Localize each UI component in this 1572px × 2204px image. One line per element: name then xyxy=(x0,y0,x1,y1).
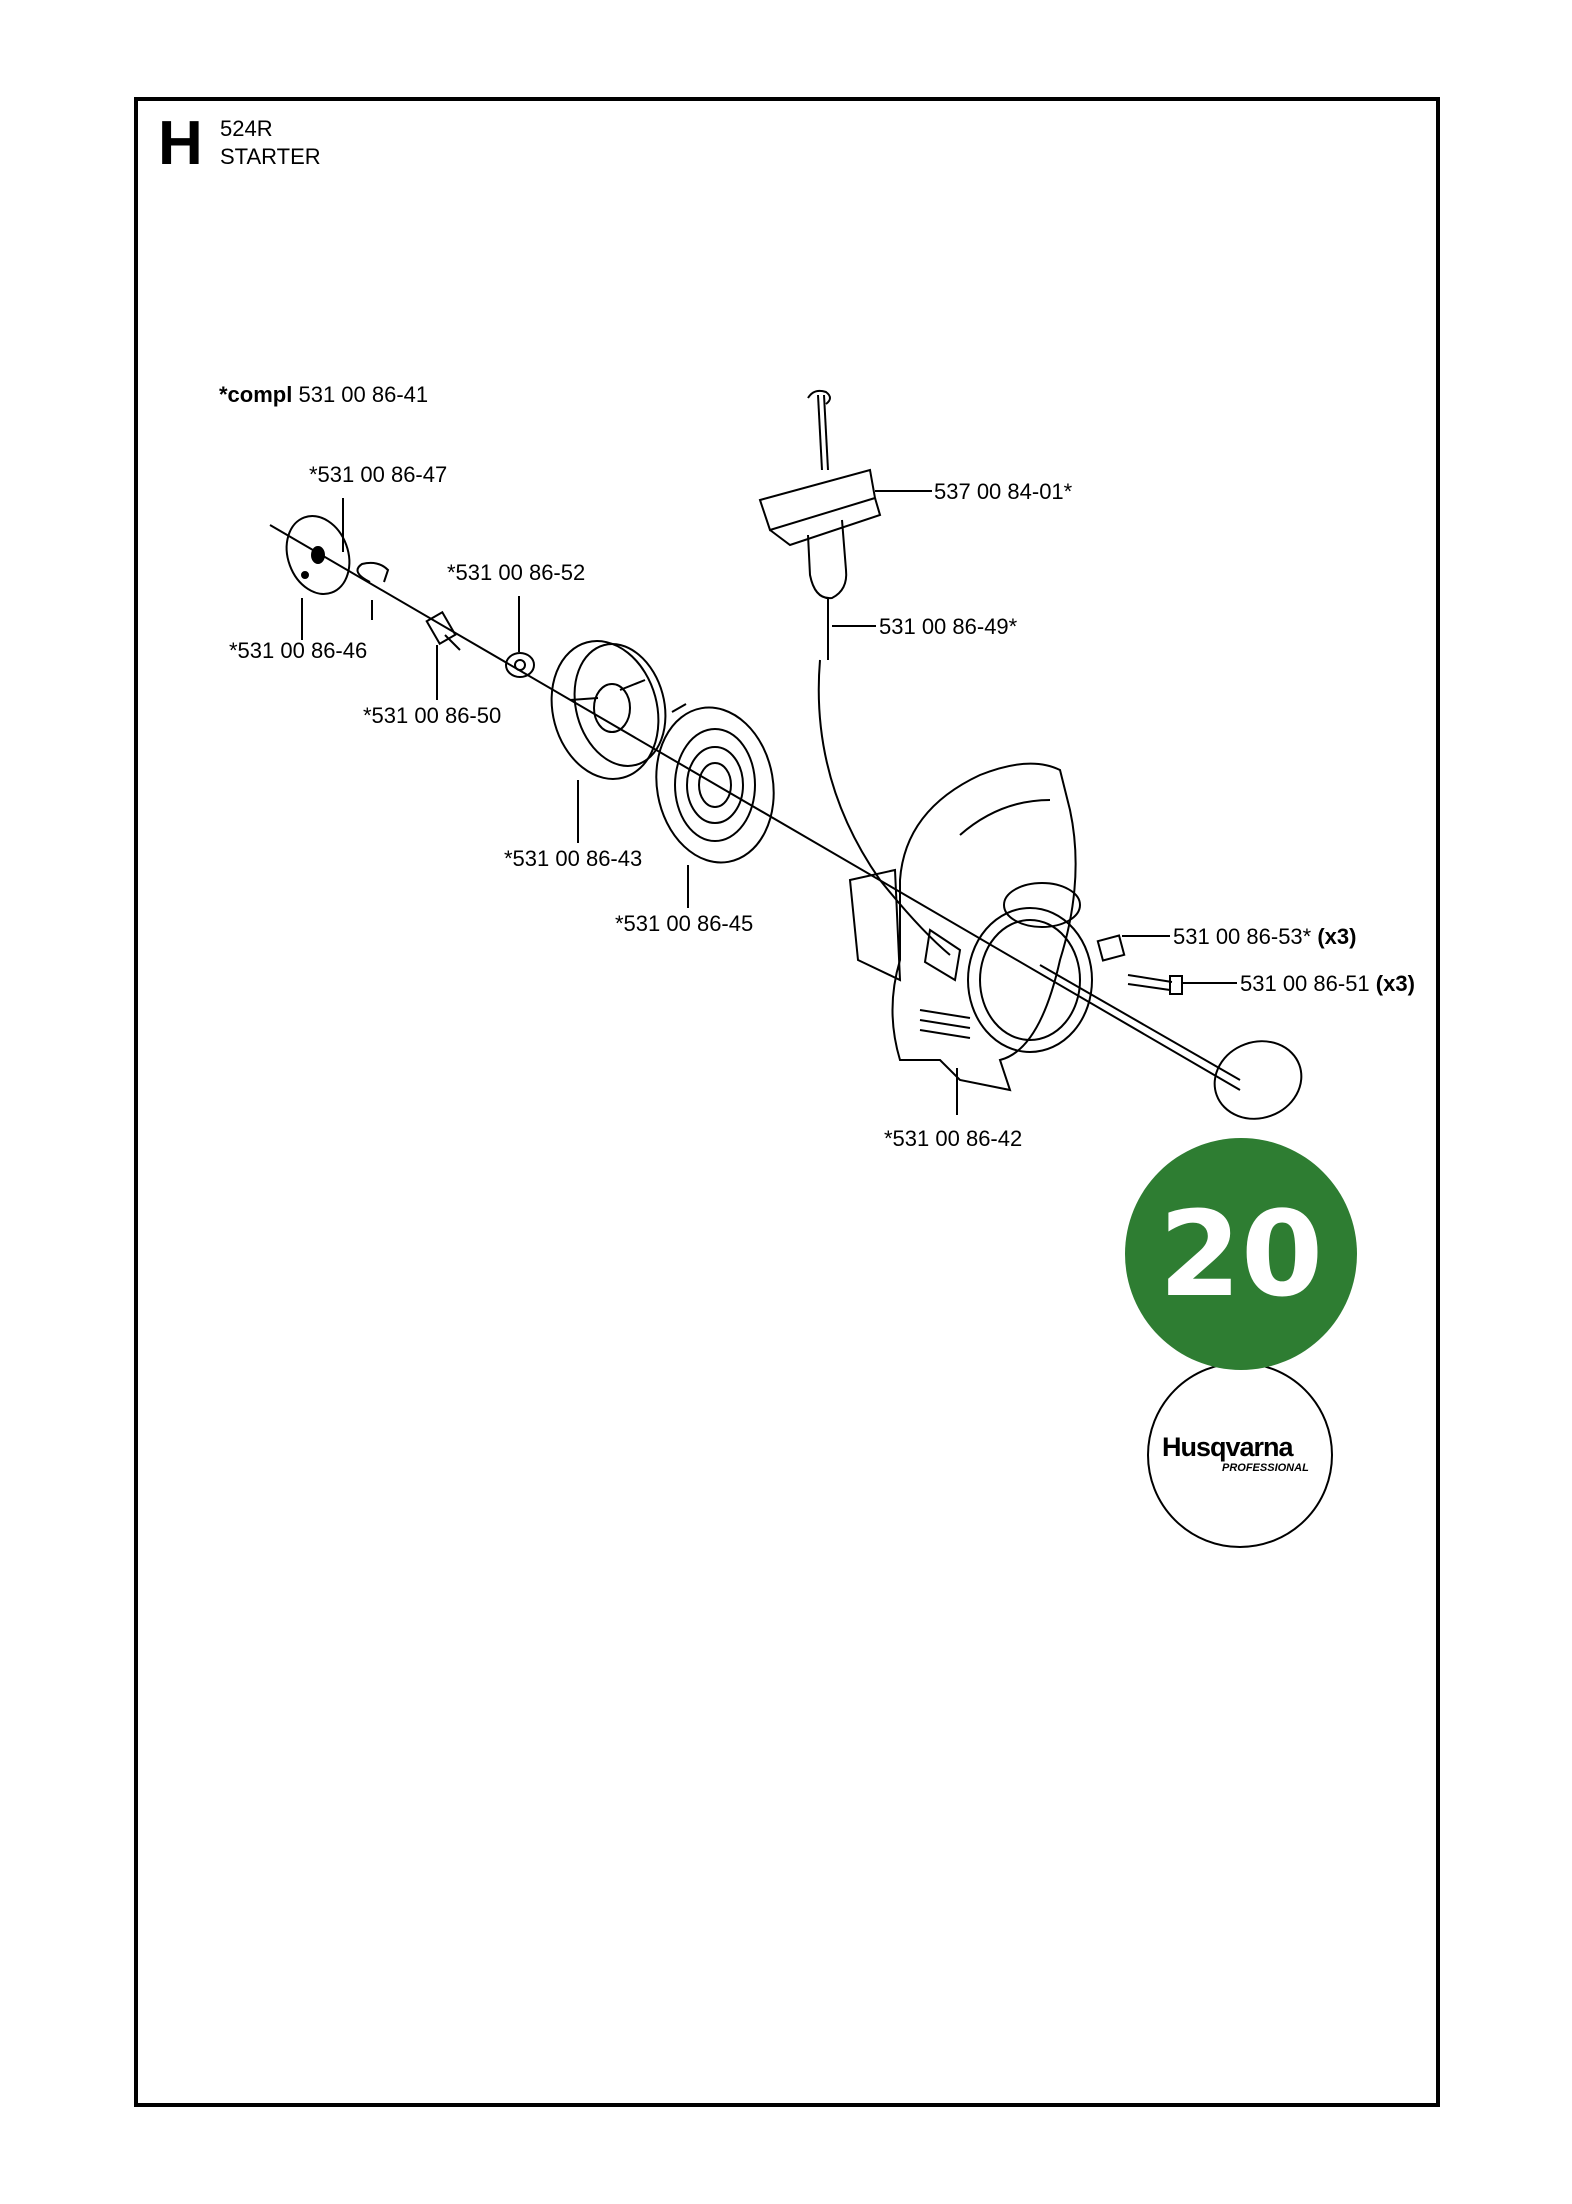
page-frame xyxy=(134,97,1440,2107)
compl-prefix: *compl xyxy=(219,382,293,407)
part-label-p42: *531 00 86-42 xyxy=(884,1126,1023,1151)
part-label-p53: 531 00 86-53* (x3) xyxy=(1173,926,1356,948)
part-label-p46: *531 00 86-46 xyxy=(229,638,368,663)
part-label-p51: 531 00 86-51 (x3) xyxy=(1240,973,1415,995)
assembly-axis-line xyxy=(269,524,1241,1091)
housing-screw-part xyxy=(1127,974,1183,995)
gasket-disc-part xyxy=(1213,1040,1303,1120)
model-name: 524R xyxy=(220,116,273,141)
starter-housing-part xyxy=(848,762,1093,1092)
logo-tagline: PROFESSIONAL xyxy=(1222,1462,1309,1474)
husqvarna-logo: Husqvarna xyxy=(1162,1432,1294,1462)
part-label-p52: *531 00 86-52 xyxy=(447,560,586,585)
nut-part xyxy=(505,652,535,678)
section-letter: H xyxy=(158,109,203,178)
bushing-part xyxy=(1096,934,1126,962)
part-label-p49: 531 00 86-49* xyxy=(879,614,1018,639)
part-label-p50: *531 00 86-50 xyxy=(363,703,502,728)
rope-pulley-part xyxy=(550,640,667,780)
part-qty-p53: (x3) xyxy=(1317,924,1357,949)
part-number-p53: 531 00 86-53* xyxy=(1173,924,1312,949)
part-label-p45: *531 00 86-45 xyxy=(615,911,754,936)
compl-part-number: 531 00 86-41 xyxy=(298,382,429,407)
part-label-p47: *531 00 86-47 xyxy=(309,462,448,487)
starter-handle-part xyxy=(758,389,882,660)
part-qty-p51: (x3) xyxy=(1375,971,1415,996)
part-label-p01: 537 00 84-01* xyxy=(934,479,1073,504)
starter-rope xyxy=(817,659,951,956)
page-number-badge: 20 xyxy=(1125,1138,1357,1370)
part-label-p43: *531 00 86-43 xyxy=(504,846,643,871)
part-number-p51: 531 00 86-51 xyxy=(1240,971,1370,996)
pawl-plate-part xyxy=(285,515,351,595)
center-screw-part xyxy=(425,610,461,651)
spring-clip-part xyxy=(356,561,390,620)
recoil-spring-part xyxy=(655,703,775,864)
assembly-label: *compl 531 00 86-41 xyxy=(219,384,428,406)
page-title: STARTER xyxy=(220,144,321,169)
logo-circle xyxy=(1147,1362,1333,1548)
